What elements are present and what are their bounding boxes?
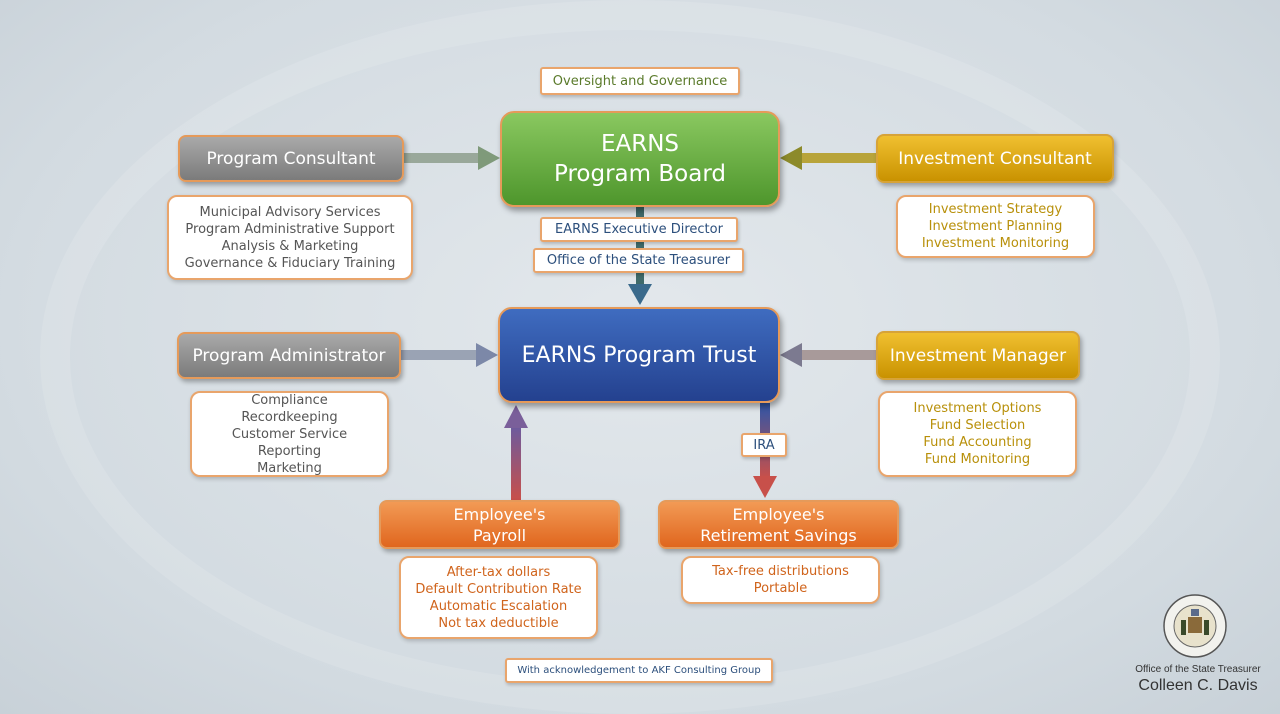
arrow-consultant-to-board	[404, 146, 500, 170]
list-item: Marketing	[257, 460, 322, 476]
employee-payroll-box: Employee's Payroll	[379, 500, 620, 549]
board-line2: Program Board	[554, 161, 726, 187]
list-item: Fund Monitoring	[924, 452, 1031, 467]
retirement-savings-box: Employee's Retirement Savings	[658, 500, 899, 549]
arrow-payroll-to-trust	[504, 405, 528, 500]
investment-manager-box: Investment Manager	[876, 331, 1080, 380]
program-consultant-list: Municipal Advisory Services Program Admi…	[167, 195, 413, 280]
list-item: Investment Planning	[928, 219, 1063, 234]
investment-consultant-box: Investment Consultant	[876, 134, 1114, 183]
list-item: Program Administrative Support	[185, 221, 395, 237]
list-item: After-tax dollars	[446, 564, 551, 580]
board-line1: EARNS	[600, 131, 680, 157]
arrow-manager-to-trust	[780, 343, 876, 367]
list-item: Compliance	[251, 392, 328, 408]
retirement-line1: Employee's	[732, 504, 825, 524]
retirement-line2: Retirement Savings	[700, 525, 857, 545]
oversight-label: Oversight and Governance	[540, 67, 740, 95]
payroll-line1: Employee's	[453, 504, 546, 524]
program-board-box: EARNS Program Board	[500, 111, 780, 207]
list-item: Not tax deductible	[438, 615, 559, 631]
list-item: Fund Accounting	[923, 435, 1032, 450]
list-item: Municipal Advisory Services	[199, 204, 381, 220]
footer-office: Office of the State Treasurer	[1135, 664, 1261, 675]
list-item: Portable	[753, 581, 808, 596]
investment-consultant-list: Investment Strategy Investment Planning …	[896, 195, 1095, 258]
list-item: Automatic Escalation	[429, 598, 568, 614]
payroll-list: After-tax dollars Default Contribution R…	[399, 556, 598, 639]
payroll-line2: Payroll	[472, 525, 527, 545]
list-item: Reporting	[257, 443, 322, 459]
footer-name: Colleen C. Davis	[1138, 677, 1258, 694]
arrow-investment-consultant-to-board	[780, 146, 876, 170]
acknowledgement-label: With acknowledgement to AKF Consulting G…	[505, 658, 773, 683]
state-treasurer-label: Office of the State Treasurer	[533, 248, 744, 273]
arrow-administrator-to-trust	[401, 343, 498, 367]
list-item: Customer Service	[231, 426, 348, 442]
list-item: Default Contribution Rate	[415, 581, 582, 597]
state-treasurer-seal-icon	[1163, 594, 1227, 658]
ira-label: IRA	[741, 433, 787, 457]
retirement-list: Tax-free distributions Portable	[681, 556, 880, 604]
list-item: Tax-free distributions	[712, 564, 849, 579]
executive-director-label: EARNS Executive Director	[540, 217, 738, 242]
list-item: Fund Selection	[929, 418, 1026, 433]
program-administrator-list: Compliance Recordkeeping Customer Servic…	[190, 391, 389, 477]
list-item: Investment Options	[913, 401, 1042, 416]
program-consultant-box: Program Consultant	[178, 135, 404, 182]
program-administrator-box: Program Administrator	[177, 332, 401, 379]
list-item: Investment Monitoring	[921, 236, 1070, 251]
list-item: Investment Strategy	[928, 202, 1063, 217]
arrow-board-to-trust	[628, 207, 652, 305]
list-item: Recordkeeping	[241, 409, 338, 425]
investment-manager-list: Investment Options Fund Selection Fund A…	[878, 391, 1077, 477]
program-trust-box: EARNS Program Trust	[498, 307, 780, 403]
list-item: Governance & Fiduciary Training	[184, 255, 396, 271]
list-item: Analysis & Marketing	[221, 238, 359, 254]
